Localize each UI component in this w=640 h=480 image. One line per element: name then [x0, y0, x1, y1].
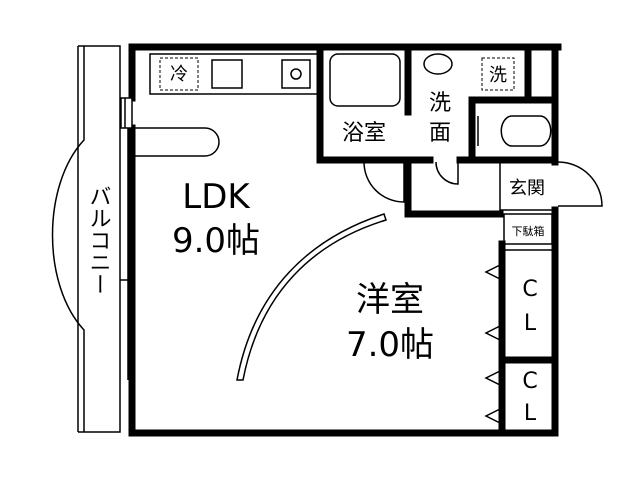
ldk-size-label: 9.0帖 [172, 221, 260, 261]
fridge-label: 冷 [170, 64, 188, 85]
washroom [404, 43, 559, 164]
toilet-icon [500, 115, 552, 147]
balcony-label: バルコニー [86, 185, 111, 295]
balcony [51, 45, 135, 433]
outer-walls [128, 43, 562, 437]
washroom-label-bottom: 面 [429, 121, 451, 146]
closet-2-label-top: C [522, 369, 537, 394]
western-room-size-label: 7.0帖 [346, 325, 434, 365]
window [120, 97, 133, 129]
sliding-partition [236, 213, 387, 381]
door-swing [435, 161, 459, 185]
bathtub-icon [329, 53, 401, 107]
washbasin-icon [423, 53, 453, 75]
entrance-label: 玄関 [509, 178, 545, 199]
western-room-name-label: 洋室 [356, 280, 424, 320]
stove-icon [281, 59, 311, 89]
closet-1-label-bottom: L [524, 311, 537, 336]
door-swing [363, 161, 405, 203]
bath-label: 浴室 [342, 121, 386, 146]
entrance-door-swing [557, 161, 603, 207]
closet-2-label-bottom: L [524, 401, 537, 426]
washer-label: 洗 [489, 65, 507, 86]
closet-1-label-top: C [522, 277, 537, 302]
closets [484, 240, 559, 437]
kitchen-peninsula [132, 127, 220, 157]
sink-icon [211, 59, 243, 89]
washroom-label-top: 洗 [429, 91, 451, 116]
ldk-name-label: LDK [182, 177, 251, 217]
shoe-box-label: 下駄箱 [512, 224, 545, 238]
entrance-area [404, 156, 555, 245]
toilet [477, 115, 552, 147]
bathroom [316, 43, 412, 164]
